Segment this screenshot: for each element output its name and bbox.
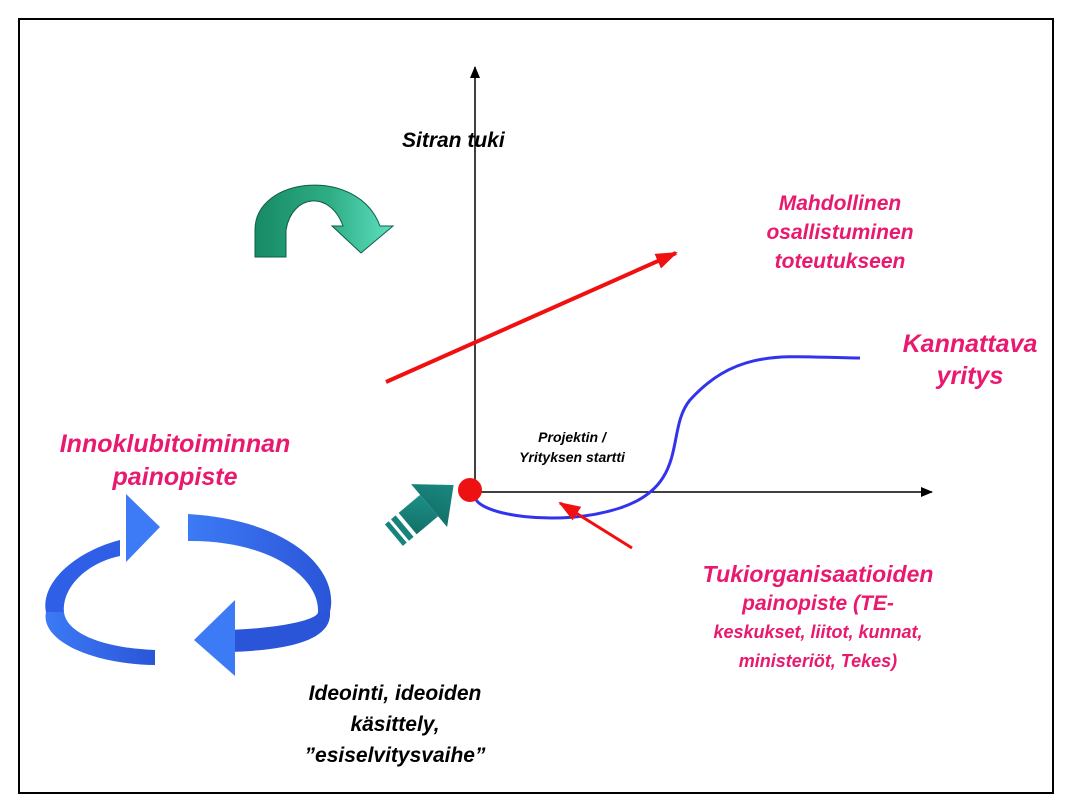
- y-axis-label: Sitran tuki: [402, 129, 505, 152]
- start-label: Projektin / Yrityksen startti: [519, 429, 625, 465]
- diagram-frame: [18, 18, 1054, 794]
- support-orgs-label: Tukiorganisaatioiden painopiste (TE- kes…: [702, 561, 934, 671]
- support-arrow: [558, 501, 633, 550]
- teal-striped-arrow-icon: [384, 484, 454, 546]
- innoklubi-label: Innoklubitoiminnan painopiste: [59, 430, 291, 491]
- curved-green-arrow-icon: [254, 184, 395, 258]
- participation-arrow: [385, 251, 678, 384]
- participation-label: Mahdollinen osallistuminen toteutukseen: [766, 192, 914, 273]
- growth-curve: [473, 355, 861, 520]
- start-dot: [458, 478, 482, 502]
- profitable-company-label: Kannattava yritys: [902, 330, 1038, 390]
- ideation-label: Ideointi, ideoiden käsittely, ”esiselvit…: [304, 682, 486, 767]
- cycle-arrows-icon: [45, 494, 332, 676]
